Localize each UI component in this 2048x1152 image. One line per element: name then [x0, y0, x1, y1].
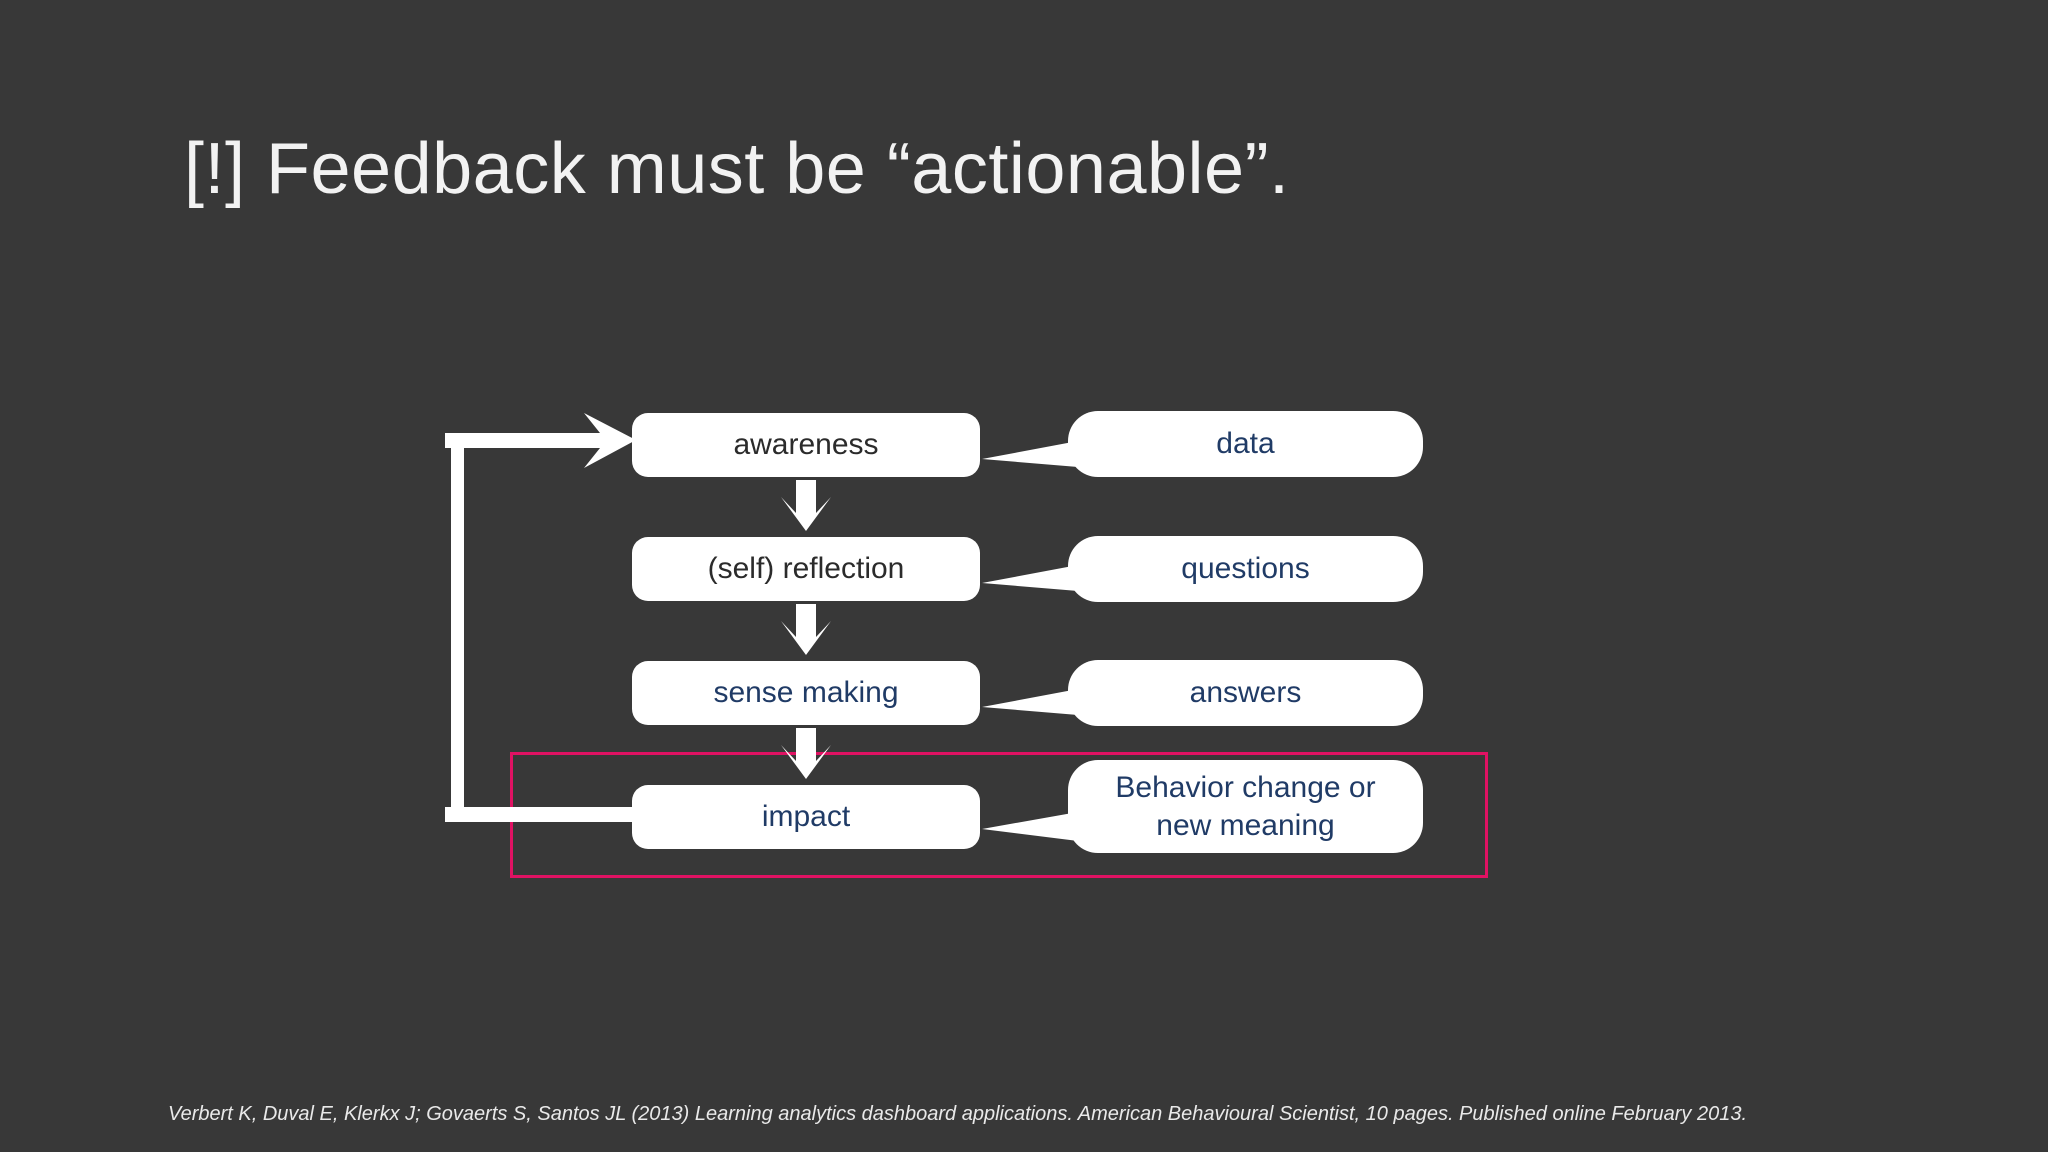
- bubble-label-line: Behavior change or: [1115, 771, 1376, 804]
- stage-label: awareness: [733, 428, 879, 462]
- bubble-label: questions: [1181, 552, 1310, 586]
- stage-impact: impact: [632, 785, 980, 849]
- bubble-label: answers: [1189, 676, 1302, 710]
- bubble-label: data: [1216, 427, 1275, 461]
- stage-awareness: awareness: [632, 413, 980, 477]
- citation-text: Verbert K, Duval E, Klerkx J; Govaerts S…: [168, 1103, 1748, 1125]
- bubble-tail: [982, 441, 1078, 467]
- stage-sense-making: sense making: [632, 661, 980, 725]
- bubble-questions: questions: [1068, 536, 1423, 602]
- bubble-data: data: [1068, 411, 1423, 477]
- down-arrow-icon: [781, 480, 831, 531]
- bubble-answers: answers: [1068, 660, 1423, 726]
- bubble-label-line: new meaning: [1156, 808, 1335, 842]
- down-arrow-icon: [781, 604, 831, 655]
- stage-label: impact: [761, 800, 851, 834]
- bubble-tail: [982, 689, 1078, 715]
- bubble-behavior-change: Behavior change or new meaning: [1068, 760, 1423, 853]
- slide-title: [!] Feedback must be “actionable”.: [184, 129, 1290, 209]
- stage-self-reflection: (self) reflection: [632, 537, 980, 601]
- stage-label: sense making: [713, 676, 899, 710]
- stage-label: (self) reflection: [707, 552, 905, 586]
- bubble-tail: [982, 565, 1078, 591]
